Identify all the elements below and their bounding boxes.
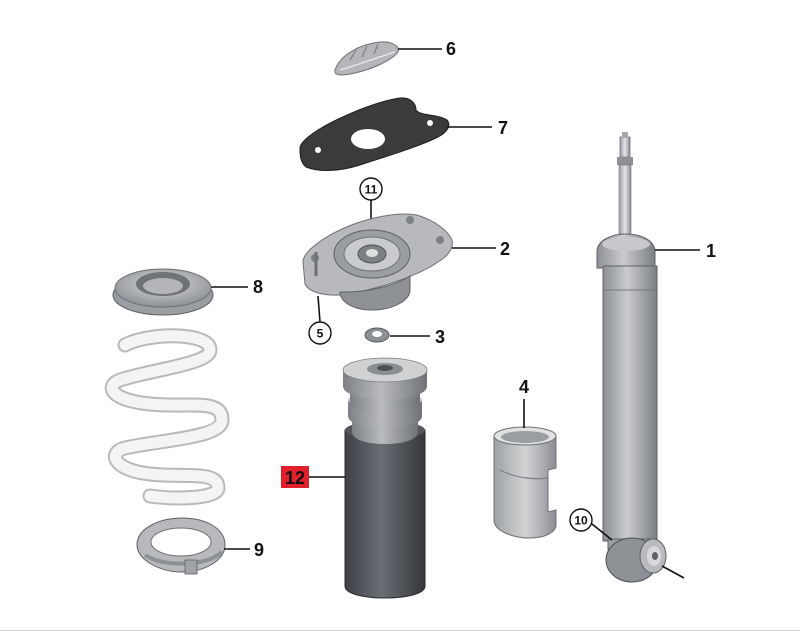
part-6-cap[interactable] <box>334 41 399 76</box>
callout-12: 12 <box>285 468 305 488</box>
bottom-edge <box>0 630 800 636</box>
callout-12-highlight <box>281 466 309 488</box>
part-7-gasket[interactable] <box>299 97 450 171</box>
callout-5-ring <box>308 321 332 345</box>
part-1-shock-absorber[interactable] <box>596 132 667 583</box>
callout-8: 8 <box>253 277 263 297</box>
callout-5: 5 <box>317 327 324 341</box>
part-4-protective-sleeve[interactable] <box>493 426 557 539</box>
callout-2: 2 <box>500 239 510 259</box>
leader-10 <box>591 523 613 541</box>
callout-1: 1 <box>706 241 716 261</box>
leader-5 <box>317 295 321 323</box>
part-9-lower-seat[interactable] <box>136 517 226 575</box>
callout-10: 10 <box>574 514 588 528</box>
callout-6: 6 <box>446 39 456 59</box>
callout-10-ring <box>569 508 593 532</box>
part-12-bump-stop-boot[interactable] <box>342 357 428 599</box>
callout-7: 7 <box>498 118 508 138</box>
callout-3: 3 <box>435 327 445 347</box>
callout-11: 11 <box>365 183 378 197</box>
part-3-washer[interactable] <box>364 327 390 343</box>
callout-9: 9 <box>254 540 264 560</box>
part-2-strut-mount[interactable] <box>302 213 453 311</box>
coil-spring <box>105 328 230 506</box>
part-8-spring-seat[interactable] <box>112 268 214 316</box>
callout-4: 4 <box>519 377 529 397</box>
leader-bolt <box>661 565 685 579</box>
